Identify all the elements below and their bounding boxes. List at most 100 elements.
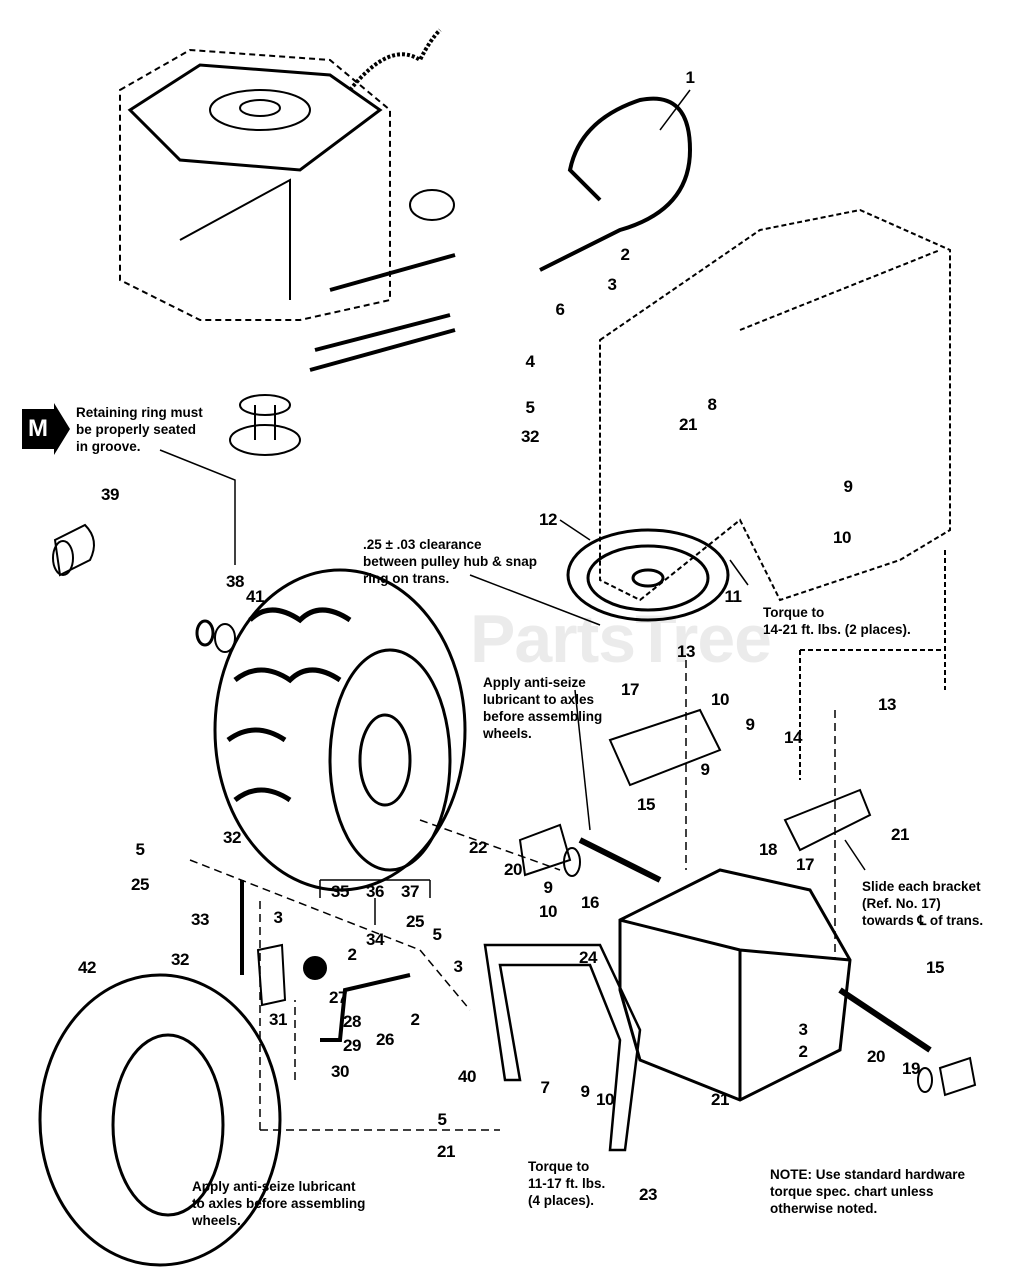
callout-9: 9 <box>745 715 755 734</box>
note-line: wheels. <box>483 726 532 741</box>
callout-3: 3 <box>607 275 617 294</box>
note-line: before assembling <box>483 709 603 724</box>
callout-32: 32 <box>223 828 241 847</box>
callout-11: 11 <box>724 587 742 606</box>
callout-6: 6 <box>555 300 565 319</box>
note-line: Torque to <box>763 605 825 620</box>
note-line: ring on trans. <box>363 571 450 586</box>
note-line: to axles before assembling <box>192 1196 366 1211</box>
note-torque-14-21: Torque to 14-21 ft. lbs. (2 places). <box>763 604 911 638</box>
note-slide-bracket: Slide each bracket (Ref. No. 17) towards… <box>862 878 983 929</box>
note-line: .25 ± .03 clearance <box>363 537 482 552</box>
callout-5: 5 <box>432 925 442 944</box>
callout-2: 2 <box>347 945 357 964</box>
frame <box>599 208 951 780</box>
callout-32: 32 <box>171 950 189 969</box>
callout-9: 9 <box>543 878 553 897</box>
callout-42: 42 <box>78 958 96 977</box>
callout-16: 16 <box>581 893 599 912</box>
callout-36: 36 <box>366 882 384 901</box>
note-anti-seize-upper: Apply anti-seize lubricant to axles befo… <box>483 674 602 742</box>
note-anti-seize-lower: Apply anti-seize lubricant to axles befo… <box>192 1178 365 1229</box>
callout-37: 37 <box>401 882 419 901</box>
callout-21: 21 <box>711 1090 729 1109</box>
note-line: (Ref. No. 17) <box>862 896 941 911</box>
transaxle <box>578 837 932 1102</box>
washer <box>563 847 581 877</box>
note-line: Apply anti-seize lubricant <box>192 1179 356 1194</box>
callout-31: 31 <box>269 1010 287 1029</box>
callout-17: 17 <box>796 855 814 874</box>
callout-17: 17 <box>621 680 639 699</box>
callout-13: 13 <box>677 642 695 661</box>
callout-29: 29 <box>343 1036 361 1055</box>
note-retaining-ring: Retaining ring must be properly seated i… <box>76 404 203 455</box>
callout-27: 27 <box>329 988 347 1007</box>
callout-22: 22 <box>469 838 487 857</box>
callout-15: 15 <box>926 958 944 977</box>
callout-25: 25 <box>131 875 149 894</box>
note-torque-11-17: Torque to 11-17 ft. lbs. (4 places). <box>528 1158 605 1209</box>
bracket-right <box>783 788 872 852</box>
callout-9: 9 <box>700 760 710 779</box>
callout-10: 10 <box>711 690 729 709</box>
callout-25: 25 <box>406 912 424 931</box>
callout-14: 14 <box>784 728 802 747</box>
note-general: NOTE: Use standard hardware torque spec.… <box>770 1166 965 1217</box>
callout-9: 9 <box>580 1082 590 1101</box>
callout-19: 19 <box>902 1059 920 1078</box>
callout-41: 41 <box>246 587 264 606</box>
note-line: torque spec. chart unless <box>770 1184 934 1199</box>
callout-7: 7 <box>540 1078 550 1097</box>
callout-3: 3 <box>453 957 463 976</box>
leader-lines <box>159 89 866 925</box>
callout-34: 34 <box>366 930 384 949</box>
note-line: towards ℄ of trans. <box>862 913 984 928</box>
callout-2: 2 <box>798 1042 808 1061</box>
callout-24: 24 <box>579 948 597 967</box>
callout-20: 20 <box>504 860 522 879</box>
callout-5: 5 <box>437 1110 447 1129</box>
washer-right <box>917 1067 933 1093</box>
note-line: Apply anti-seize <box>483 675 586 690</box>
note-line: Slide each bracket <box>862 879 981 894</box>
axle-spacer-right <box>938 1056 977 1097</box>
callout-12: 12 <box>539 510 557 529</box>
callout-2: 2 <box>410 1010 420 1029</box>
callout-18: 18 <box>759 840 777 859</box>
callout-23: 23 <box>639 1185 657 1204</box>
callout-35: 35 <box>331 882 349 901</box>
note-line: lubricant to axles <box>483 692 595 707</box>
callout-3: 3 <box>273 908 283 927</box>
shift-linkage <box>240 880 411 1042</box>
note-line: between pulley hub & snap <box>363 554 538 569</box>
callout-21: 21 <box>437 1142 455 1161</box>
note-line: 14-21 ft. lbs. (2 places). <box>763 622 911 637</box>
leader-dashes <box>189 660 836 1131</box>
callout-33: 33 <box>191 910 209 929</box>
callout-20: 20 <box>867 1047 885 1066</box>
note-line: in groove. <box>76 439 141 454</box>
note-line: Retaining ring must <box>76 405 203 420</box>
watermark: PartsTree <box>470 601 772 677</box>
retaining-ring <box>195 619 236 653</box>
callout-28: 28 <box>343 1012 361 1031</box>
note-line: wheels. <box>192 1213 241 1228</box>
callout-39: 39 <box>101 485 119 504</box>
callout-40: 40 <box>458 1067 476 1086</box>
callout-26: 26 <box>376 1030 394 1049</box>
axle-spacer <box>518 823 572 877</box>
callout-21: 21 <box>891 825 909 844</box>
callout-10: 10 <box>596 1090 614 1109</box>
callout-1: 1 <box>685 68 695 87</box>
callout-13: 13 <box>878 695 896 714</box>
note-line: 11-17 ft. lbs. <box>528 1176 606 1191</box>
m-badge-letter: M <box>28 415 48 442</box>
transmission-pulley <box>566 528 730 622</box>
inner-tube <box>38 973 282 1267</box>
bracket-24 <box>483 943 642 1152</box>
callout-5: 5 <box>135 840 145 859</box>
callout-30: 30 <box>331 1062 349 1081</box>
